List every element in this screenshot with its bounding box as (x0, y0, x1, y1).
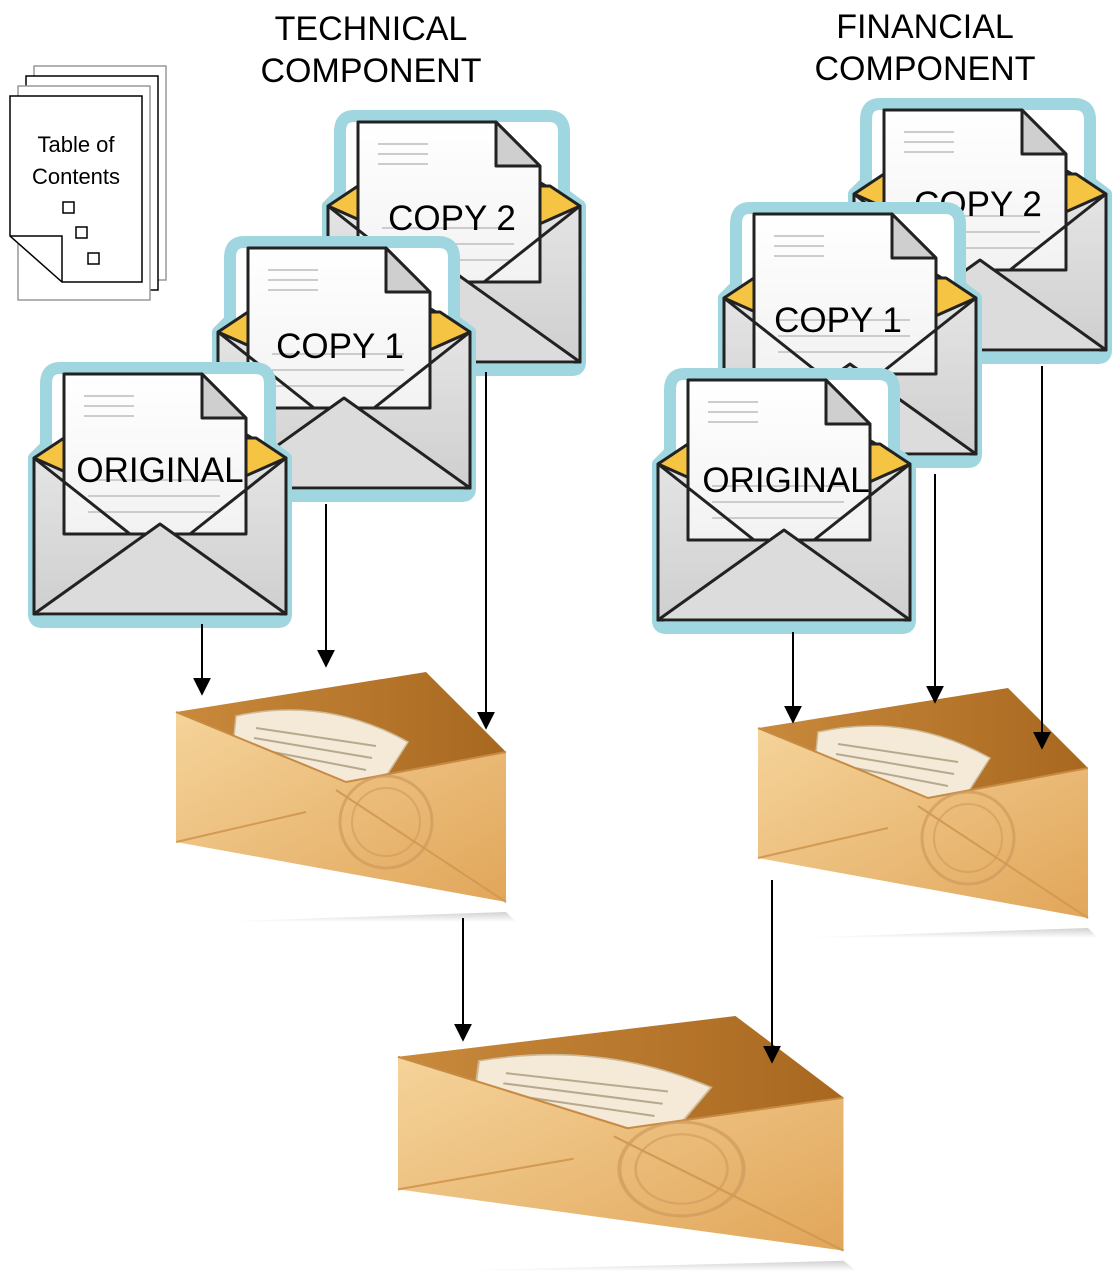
technical-component-heading: TECHNICAL COMPONENT (226, 8, 516, 92)
technical-copy-1-envelope: COPY 1 (218, 242, 470, 496)
toc-box-icon (87, 252, 100, 265)
financial-original-label: ORIGINAL (702, 461, 869, 500)
toc-line1: Table of (37, 132, 115, 157)
toc-box-icon (75, 226, 88, 239)
technical-original-label: ORIGINAL (76, 451, 243, 490)
toc-line2: Contents (32, 164, 120, 189)
financial-heading-line1: FINANCIAL (836, 8, 1014, 46)
financial-heading-line2: COMPONENT (814, 50, 1036, 88)
financial-sealed-envelope (756, 686, 1100, 940)
technical-original-envelope: ORIGINAL (34, 368, 286, 622)
technical-heading-line2: COMPONENT (260, 52, 482, 90)
toc-box-icon (62, 201, 75, 214)
technical-copy-1-label: COPY 1 (276, 327, 404, 366)
financial-original-envelope: ORIGINAL (658, 374, 910, 628)
table-of-contents-stack: Table of Contents (9, 65, 167, 301)
outer-sealed-envelope (398, 1016, 857, 1271)
financial-copy-1-label: COPY 1 (774, 301, 902, 340)
technical-copy-2-label: COPY 2 (388, 199, 516, 238)
financial-copy-1-envelope: COPY 1 (724, 208, 976, 462)
technical-heading-line1: TECHNICAL (274, 10, 468, 48)
technical-sealed-envelope (174, 670, 518, 924)
technical-copy-2-envelope: COPY 2 (328, 116, 580, 370)
financial-component-heading: FINANCIAL COMPONENT (780, 6, 1070, 90)
